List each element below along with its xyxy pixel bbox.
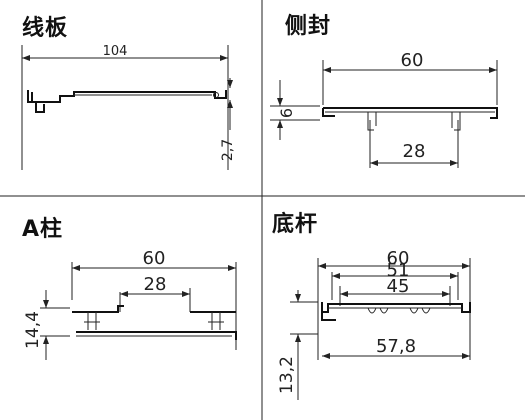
panel-title-sill-bar: 底杆 [272,212,319,237]
panel-title-a-pillar: A柱 [22,217,64,242]
sill-bar-height-label: 13,2 [277,356,297,394]
a-pillar-inner-label: 28 [144,274,167,295]
panel-title-wire-board: 线板 [22,16,69,41]
sill-bar-w3-label: 45 [387,276,410,297]
sill-bar-w4-label: 57,8 [376,336,416,357]
wire-board-width-label: 104 [103,44,128,59]
a-pillar-drawing: 60 28 14,4 [23,248,237,360]
wire-board-height-label: 2,7 [220,139,236,161]
side-seal-drawing: 60 28 6 [270,50,498,168]
wire-board-drawing: 104 2,7 [21,44,236,170]
sill-bar-w1-label: 60 [387,248,410,269]
panel-title-side-seal: 侧封 [285,14,332,39]
side-seal-inner-label: 28 [403,141,426,162]
sill-bar-drawing: 60 51 45 57,8 [277,248,471,400]
sill-bar-w2-label: 51 [387,260,410,281]
side-seal-height-label: 6 [277,108,296,118]
a-pillar-width-label: 60 [143,248,166,269]
a-pillar-height-label: 14,4 [23,311,43,349]
side-seal-width-label: 60 [401,50,424,71]
